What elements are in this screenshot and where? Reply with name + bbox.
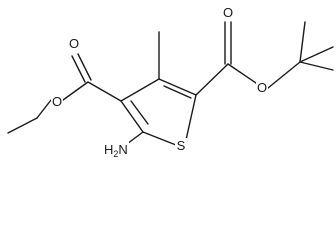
bond-c3-carbonyl-c [87,81,122,102]
atom-label-amine: H2N [104,142,128,159]
bond-ring-c2-c3-inner [130,100,149,125]
atom-label-sulfur: S [177,138,186,153]
tert-butyl-ester-group [195,21,334,96]
bond-carbonyl-left-a [71,55,86,83]
bond-ether-ch2 [36,99,52,119]
bond-carbonyl-left-b [77,53,92,81]
atom-label-o-carbonyl-left: O [69,36,79,51]
bond-ring-c4-c5 [158,78,197,96]
bond-ring-c2-c3 [120,100,144,133]
bond-carbonyl-ether-right [227,63,257,84]
bond-cq-me-top [299,21,306,63]
bond-ring-c3-c4 [120,78,160,102]
ethyl-ester-group [7,53,122,134]
bond-cq-me-right-up [299,46,334,63]
atom-label-o-carbonyl-right: O [223,5,233,20]
bond-c5-carbonyl-c [195,63,229,96]
atom-labels: O O O O S H2N [51,5,268,159]
bond-ether-cq [267,61,301,89]
chemical-structure-diagram: O O O O S H2N [7,5,334,159]
atom-label-o-ether-right: O [257,80,267,95]
bond-cq-me-right-down [299,61,334,71]
bond-c2-amine [126,131,144,145]
thiophene-ring [120,78,197,146]
atom-label-o-ether-left: O [52,94,62,109]
bond-carbonyl-ether-left [62,81,89,101]
bond-ch2-ch3 [7,117,38,134]
bond-ring-c5-s [185,94,197,141]
bond-ring-c4-c5-inner [163,85,192,99]
bond-ring-s-c2 [142,131,177,146]
